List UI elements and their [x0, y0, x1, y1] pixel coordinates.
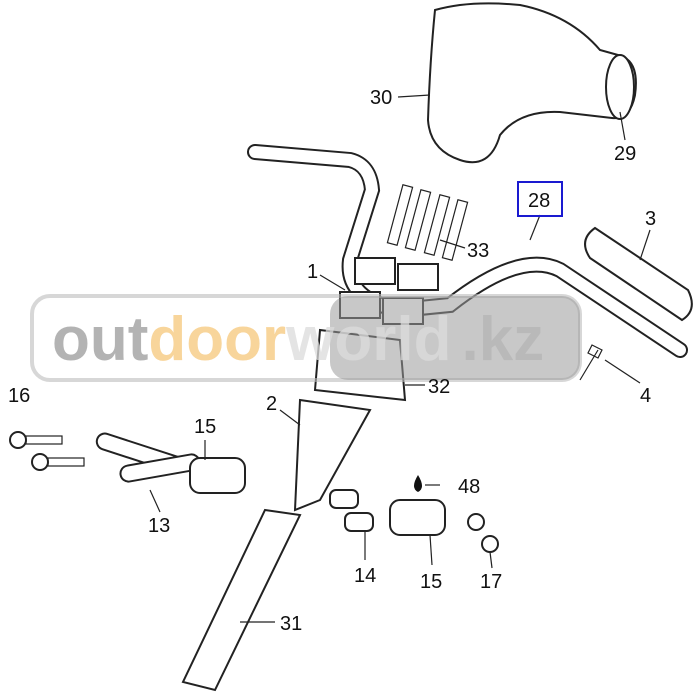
part-17-nut — [467, 513, 485, 531]
part-4-rivet — [579, 344, 603, 381]
callout-32: 32 — [428, 376, 450, 398]
part-16-bolts — [9, 431, 85, 471]
callout-15-left: 15 — [194, 416, 216, 438]
callout-16: 16 — [8, 385, 30, 407]
part-1-clamp — [397, 263, 439, 291]
grease-drop-icon — [414, 475, 422, 492]
callout-1: 1 — [307, 261, 318, 283]
callout-33: 33 — [467, 240, 489, 262]
callout-15-right: 15 — [420, 571, 442, 593]
part-1-clamp — [354, 257, 396, 285]
part-33-bolts — [386, 183, 469, 262]
callout-4: 4 — [640, 385, 651, 407]
highlight-box-28 — [517, 181, 563, 217]
callout-13: 13 — [148, 515, 170, 537]
part-30-cover — [426, 2, 637, 164]
part-14-bushing — [344, 512, 374, 532]
part-13-links — [95, 432, 201, 483]
part-15-clevis-left — [189, 457, 246, 494]
callout-48: 48 — [458, 476, 480, 498]
part-31-tube — [181, 508, 302, 692]
callout-3: 3 — [645, 208, 656, 230]
part-3-grip — [584, 226, 693, 322]
callout-2: 2 — [266, 393, 277, 415]
part-14-bushing — [329, 489, 359, 509]
callout-31: 31 — [280, 613, 302, 635]
callout-17: 17 — [480, 571, 502, 593]
callout-30: 30 — [370, 87, 392, 109]
callout-29: 29 — [614, 143, 636, 165]
part-31-stem — [293, 398, 372, 512]
leader-lines — [149, 94, 651, 623]
callout-14: 14 — [354, 565, 376, 587]
callout-28: 28 — [528, 190, 550, 212]
part-15-clevis-right — [389, 499, 446, 536]
part-29-end — [605, 54, 635, 120]
